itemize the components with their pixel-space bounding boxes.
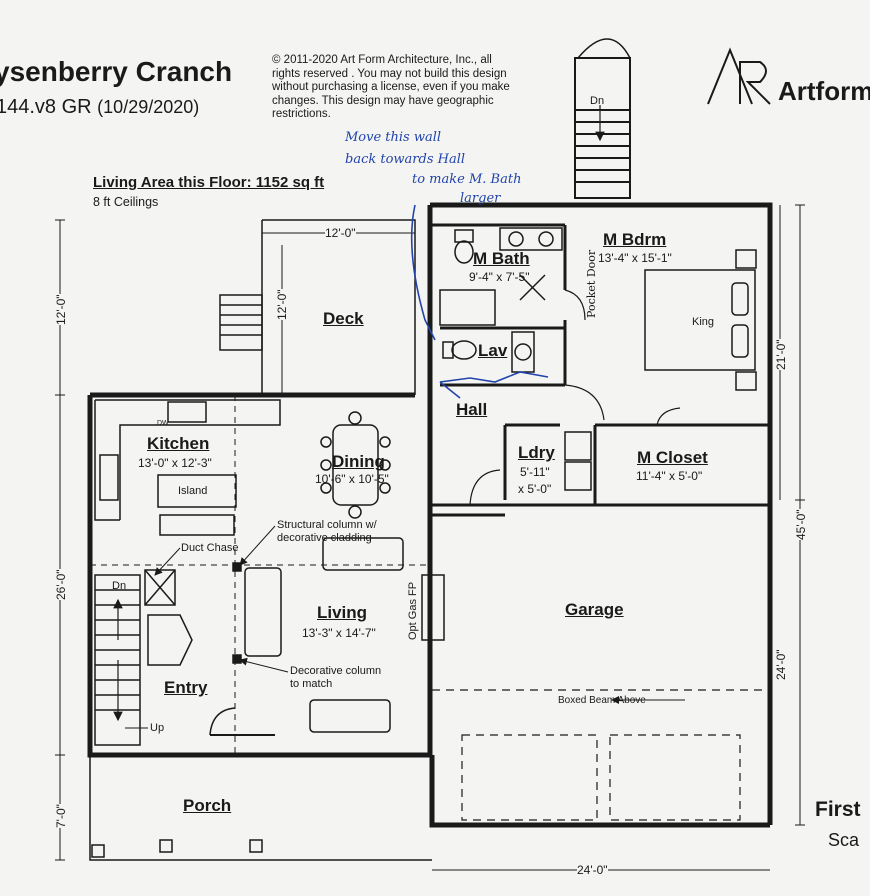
- ldry-dimensions-1: 5'-11": [520, 465, 550, 479]
- room-kitchen: Kitchen: [147, 434, 210, 453]
- plan-title: ysenberry Cranch: [0, 56, 233, 87]
- dim-bottom-garage: 24'-0": [577, 863, 608, 877]
- room-porch: Porch: [183, 796, 232, 815]
- plan-id-text: 144.v8 GR: [0, 96, 92, 118]
- m-closet-dimensions: 11'-4" x 5'-0": [636, 469, 703, 483]
- plan-id: 144.v8 GR (10/29/2020): [0, 96, 199, 119]
- kitchen-fixtures: [94, 399, 281, 536]
- dishwasher-label: DW: [157, 420, 169, 427]
- plan-date: (10/29/2020): [97, 97, 200, 117]
- dining-dimensions: 10'-6" x 10'-5": [315, 472, 389, 486]
- handwritten-markup: [410, 204, 549, 399]
- dim-right-upper: 21'-0": [774, 339, 788, 370]
- m-bath-dimensions: 9'-4" x 7'-5": [469, 270, 530, 284]
- dining-table: [320, 411, 391, 519]
- room-lav: Lav: [478, 341, 508, 360]
- room-m-closet: M Closet: [637, 448, 708, 467]
- room-hall: Hall: [456, 400, 488, 419]
- m-bdrm-dimensions: 13'-4" x 15'-1": [598, 251, 672, 265]
- living-area-label: Living Area this Floor: 1152 sq ft: [93, 174, 325, 191]
- boxed-beam-note: Boxed Beam Above: [558, 695, 646, 706]
- entry-stairs: [94, 569, 236, 746]
- island-label: Island: [178, 485, 208, 497]
- kitchen-dimensions: 13'-0" x 12'-3": [138, 456, 212, 470]
- room-living: Living: [317, 603, 368, 622]
- door-swings: [469, 289, 681, 506]
- bed-label: King: [692, 316, 715, 328]
- structural-column-note: Structural column w/ decorative cladding: [277, 519, 377, 544]
- living-furniture: [232, 537, 445, 733]
- room-dining: Dining: [332, 452, 385, 471]
- garage-details: [432, 689, 770, 821]
- ldry-dimensions-2: x 5'-0": [518, 482, 552, 496]
- leader-lines: [125, 525, 685, 729]
- stairs-down-entry: Dn: [112, 580, 127, 592]
- dim-left-upper: 12'-0": [54, 294, 68, 325]
- handwritten-line-4: larger: [460, 191, 501, 206]
- decorative-column-note: Decorative column to match: [290, 665, 382, 690]
- deck-outline: [219, 219, 416, 395]
- dim-right-lower: 24'-0": [774, 649, 788, 680]
- handwritten-line-1: Move this wall: [345, 130, 442, 145]
- room-m-bath: M Bath: [473, 249, 530, 268]
- ceilings-label: 8 ft Ceilings: [93, 195, 159, 209]
- handwritten-line-2: back towards Hall: [345, 152, 466, 167]
- floor-label: First: [815, 798, 861, 821]
- dim-left-middle: 26'-0": [54, 569, 68, 600]
- logo-text: Artform: [778, 76, 870, 106]
- dim-left-lower: 7'-0": [54, 804, 68, 828]
- handwritten-line-3: to make M. Bath: [412, 172, 522, 187]
- room-ldry: Ldry: [518, 443, 555, 462]
- room-deck: Deck: [323, 309, 364, 328]
- copyright-notice: © 2011-2020 Art Form Architecture, Inc.,…: [272, 54, 510, 120]
- scale-label: Sca: [828, 830, 860, 850]
- stairs-up-entry: Up: [150, 722, 165, 734]
- top-stairs: [574, 38, 631, 199]
- dimension-lines: [55, 204, 805, 871]
- room-m-bdrm: M Bdrm: [603, 230, 667, 249]
- stairs-down-top: Dn: [590, 95, 605, 107]
- room-entry: Entry: [164, 678, 208, 697]
- duct-chase-note: Duct Chase: [181, 542, 239, 554]
- dashed-separators: [90, 220, 432, 755]
- room-garage: Garage: [565, 600, 624, 619]
- dim-right-total: 45'-0": [794, 509, 808, 540]
- m-bath-fixtures: [439, 227, 563, 326]
- porch-outline: [89, 755, 432, 861]
- living-dimensions: 13'-3" x 14'-7": [302, 626, 376, 640]
- king-bed: [644, 249, 757, 391]
- dim-deck-depth: 12'-0": [275, 289, 289, 320]
- pocket-door-label: Pocket Door: [585, 249, 598, 318]
- gas-fireplace-label: Opt Gas FP: [407, 581, 419, 640]
- laundry-fixtures: [564, 431, 592, 491]
- interior-walls: [210, 223, 770, 736]
- artform-logo-mark: [707, 47, 771, 105]
- dim-deck-width: 12'-0": [325, 226, 356, 240]
